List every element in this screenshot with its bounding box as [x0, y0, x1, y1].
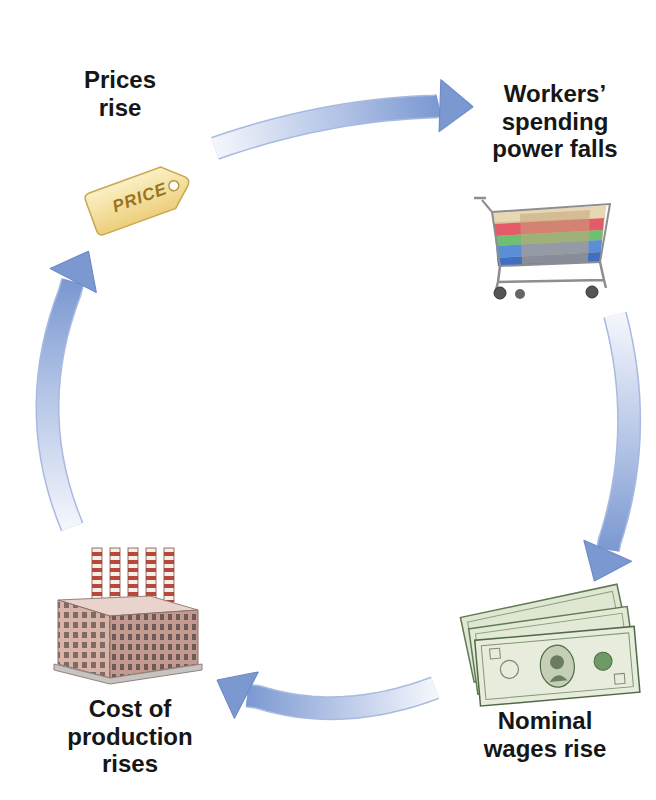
price-tag-icon — [84, 160, 196, 237]
dollar-bills-icon — [614, 673, 625, 684]
cycle-arrow — [48, 251, 97, 527]
shopping-cart-icon — [474, 198, 606, 290]
cycle-arrow — [247, 688, 435, 708]
factory-icon — [58, 600, 110, 678]
shopping-cart-icon — [520, 210, 590, 264]
factory-icon — [164, 548, 174, 602]
cycle-arrow — [608, 315, 629, 550]
dollar-bills-icon — [593, 651, 613, 671]
shopping-cart-icon — [492, 206, 606, 266]
cycle-arrow — [584, 315, 632, 581]
factory-icon — [146, 548, 156, 602]
factory-icon — [110, 548, 120, 602]
cycle-arrow — [439, 80, 473, 132]
dollar-bills-icon — [475, 626, 640, 706]
dollar-bills-icon — [500, 660, 520, 680]
cycle-stage: Nominal wages rise — [450, 585, 640, 762]
cycle-arrow — [215, 106, 439, 149]
dollar-bills-icon — [549, 674, 567, 682]
cycle-arrow — [48, 281, 73, 527]
cycle-stage: Cost of production rises — [45, 545, 215, 778]
cycle-arrow — [215, 80, 473, 149]
cycle-arrow — [48, 281, 73, 527]
stage-label: Nominal wages rise — [470, 707, 620, 762]
cycle-arrow — [247, 688, 435, 708]
factory-icon — [128, 548, 138, 602]
dollar-bills-icon — [490, 648, 501, 659]
cycle-arrow — [50, 251, 96, 292]
shopping-cart-icon — [474, 198, 610, 299]
cycle-arrow — [608, 315, 629, 550]
tag-text: PRICE — [110, 179, 170, 217]
cycle-arrow — [215, 106, 439, 149]
dollar-bills-icon — [539, 644, 577, 689]
dollar-bills-icon — [475, 626, 640, 706]
price-tag-icon — [167, 179, 180, 192]
stage-label: Workers’ spending power falls — [480, 80, 630, 163]
stage-label: Cost of production rises — [55, 695, 205, 778]
cycle-arrow — [217, 672, 435, 718]
shopping-cart-icon — [482, 200, 610, 266]
cycle-arrow — [217, 672, 258, 718]
shopping-cart-icon — [515, 289, 525, 299]
price-tag-icon — [84, 160, 196, 237]
cycle-arrow — [584, 540, 632, 581]
dollar-bills-icon — [549, 655, 564, 670]
dollar-bills-icon — [460, 584, 639, 706]
factory-icon — [54, 664, 202, 684]
factory-icon — [54, 548, 202, 684]
shopping-cart-icon — [494, 287, 506, 299]
factory-icon — [92, 548, 102, 602]
cycle-stage: Workers’ spending power falls — [475, 80, 635, 303]
shopping-cart-icon — [586, 286, 598, 298]
stage-label: Prices rise — [70, 66, 170, 121]
dollar-bills-icon — [481, 633, 633, 700]
